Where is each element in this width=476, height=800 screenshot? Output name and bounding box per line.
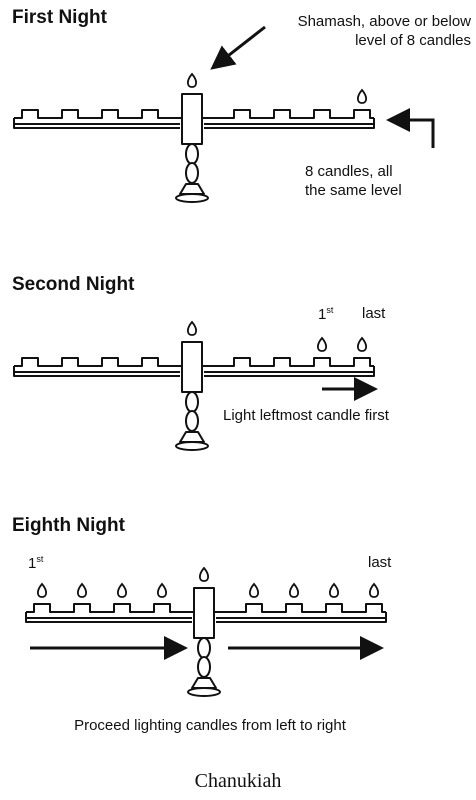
menorah-second-night: [13, 320, 375, 451]
menorah-foot: [179, 183, 205, 195]
first-label-number: 1: [28, 555, 37, 572]
menorah-arm-outline: [13, 118, 375, 129]
menorah-foot: [179, 431, 205, 443]
candle-flame: [248, 582, 260, 598]
shamash-flame: [186, 320, 198, 336]
shamash-annotation-line-1: Shamash, above or below: [297, 13, 471, 30]
panel-heading-second-night: Second Night: [12, 274, 135, 295]
shamash-pointer-arrow: [210, 25, 266, 70]
candle-flame: [316, 336, 328, 352]
menorah-base: [175, 441, 209, 451]
candle-flame: [36, 582, 48, 598]
figure-caption: Chanukiah: [194, 770, 282, 792]
candles-annotation-line-1: 8 candles, all: [305, 163, 393, 180]
candles-pointer-arrow: [386, 108, 435, 148]
menorah-foot: [191, 677, 217, 689]
candles-annotation: 8 candles, all the same level: [305, 162, 402, 200]
candle-flame: [156, 582, 168, 598]
first-label-suffix: st: [36, 554, 44, 564]
last-label-eighth-night: last: [368, 554, 392, 571]
shamash-annotation: Shamash, above or below level of 8 candl…: [226, 12, 471, 50]
panel-heading-first-night: First Night: [12, 7, 107, 28]
menorah-eighth-night: [25, 566, 387, 697]
candle-flame: [328, 582, 340, 598]
candle-flame: [76, 582, 88, 598]
last-label-second-night: last: [362, 305, 386, 322]
candle-flame: [356, 336, 368, 352]
proceed-annotation: Proceed lighting candles from left to ri…: [74, 717, 346, 734]
first-label-suffix: st: [326, 305, 334, 315]
first-label-number: 1: [318, 306, 327, 323]
candles-annotation-line-2: the same level: [305, 182, 402, 199]
shamash-flame: [186, 72, 198, 88]
menorah-base: [175, 193, 209, 203]
candle-flame: [116, 582, 128, 598]
menorah-arm-outline: [25, 612, 387, 623]
menorah-first-night: [13, 72, 375, 203]
candle-flame: [288, 582, 300, 598]
first-label-eighth-night: 1st: [28, 554, 43, 572]
first-label-second-night: 1st: [318, 305, 333, 323]
menorah-arm-outline: [13, 366, 375, 377]
shamash-annotation-line-2: level of 8 candles: [355, 32, 471, 49]
panel-heading-eighth-night: Eighth Night: [12, 515, 125, 536]
leftmost-first-annotation: Light leftmost candle first: [223, 407, 389, 424]
candle-flame: [356, 88, 368, 104]
menorah-base: [187, 687, 221, 697]
candle-flame: [368, 582, 380, 598]
shamash-flame: [198, 566, 210, 582]
